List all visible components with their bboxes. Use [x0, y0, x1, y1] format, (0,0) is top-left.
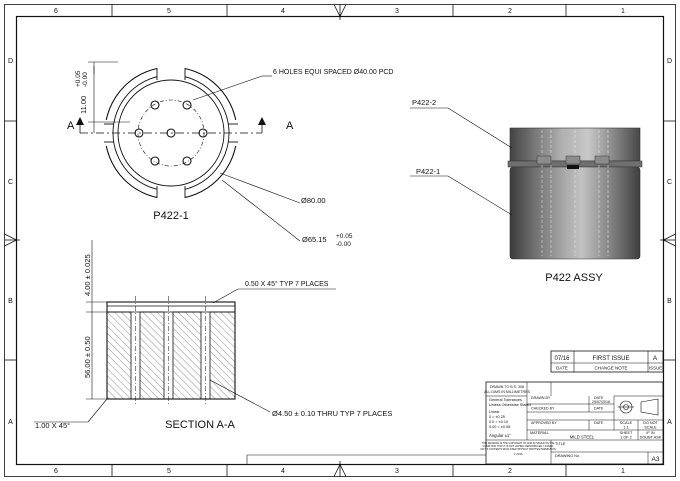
copyright-line-1: THIS DRAWING IS THE COPYRIGHT OF AND IS …: [482, 442, 555, 445]
thru-hole-note: Ø4.50 ± 0.10 THRU TYP 7 PLACES: [272, 409, 392, 418]
col-label-1-bottom: 1: [621, 468, 625, 475]
row-label-d: D: [8, 58, 13, 65]
col-label-1: 1: [621, 8, 625, 15]
revision-date-label: DATE: [556, 366, 568, 371]
top-view-caption: P422-1: [153, 210, 188, 222]
approved-date-label: DATE: [594, 421, 604, 425]
scale-label: SCALE: [620, 421, 633, 425]
col-label-3: 3: [395, 8, 399, 15]
sheet-label: SHEET: [620, 431, 633, 435]
col-label-6: 6: [54, 8, 58, 15]
row-label-a: A: [8, 419, 13, 426]
top-height-dimension: 4.00 ± 0.025: [83, 254, 92, 296]
tolerance-2: 0.00 = ±0.05: [489, 425, 510, 429]
material-label: MATERIAL: [530, 431, 549, 435]
revision-issue: A: [653, 355, 658, 362]
main-height-dimension: 56.00 ± 0.50: [83, 336, 92, 378]
col-label-5-bottom: 5: [167, 468, 171, 475]
standard-line-1: DRAWN TO B.S. 308: [490, 385, 524, 389]
offset-tolerance-lower: -0.00: [82, 72, 89, 87]
row-label-c-right: C: [667, 179, 672, 186]
doubt-line-1: IF IN: [646, 431, 654, 435]
assembly-caption: P422 ASSY: [545, 272, 603, 284]
do-not-scale-line-2: SCALE: [644, 426, 657, 430]
offset-tolerance-upper: +0.05: [75, 70, 82, 87]
tolerance-1: 0.0 = ±0.10: [489, 420, 508, 424]
copyright-year: © 2016: [513, 452, 523, 456]
tolerance-linear: Linear: [489, 410, 500, 414]
col-label-4: 4: [281, 8, 285, 15]
projection-symbol-icon: [618, 398, 659, 416]
revision-date: 07/16: [554, 356, 570, 362]
col-label-5: 5: [167, 8, 171, 15]
tolerance-angular: Angular ±1°: [489, 433, 511, 438]
standard-line-2: ALL DIMS IN MILLIMETRES: [484, 390, 530, 394]
checked-by-label: CHECKED BY: [531, 407, 555, 411]
chamfer-note: 0.50 X 45° TYP 7 PLACES: [245, 280, 329, 288]
row-label-d-right: D: [667, 58, 672, 65]
col-label-3-bottom: 3: [395, 468, 399, 475]
outer-diameter: Ø80.00: [301, 196, 326, 205]
row-label-b-right: B: [667, 298, 672, 305]
copyright-line-3: OR ITS CONTENTS DISCLOSED WITHOUT WRITTE…: [480, 448, 556, 451]
assembly-view: P422-2 P422-1 P422 ASSY: [410, 98, 643, 284]
row-label-b: B: [8, 298, 13, 305]
section-letter-left: A: [67, 120, 75, 132]
row-label-c: C: [8, 179, 13, 186]
title-block: DRAWN TO B.S. 308 ALL DIMS IN MILLIMETRE…: [246, 381, 664, 465]
revision-table: 07/16 FIRST ISSUE A DATE CHANGE NOTE ISS…: [550, 350, 664, 373]
section-letter-right: A: [286, 120, 294, 132]
scale-value: 1:1: [623, 426, 628, 430]
tolerance-0: 0 = ±0.25: [489, 415, 505, 419]
section-view: 4.00 ± 0.025 56.00 ± 0.50 0.50 X 45° TYP…: [34, 240, 392, 431]
inner-diameter-lower: -0.00: [336, 241, 351, 248]
col-label-2: 2: [508, 8, 512, 15]
material-value: MILD STEEL: [570, 435, 595, 440]
col-label-4-bottom: 4: [281, 468, 285, 475]
do-not-scale-line-1: DO NOT: [643, 421, 658, 425]
inner-diameter: Ø65.15: [302, 235, 327, 244]
row-label-a-right: A: [667, 419, 672, 426]
col-label-2-bottom: 2: [508, 468, 512, 475]
revision-issue-label: ISSUE: [649, 366, 663, 371]
section-view-caption: SECTION A-A: [165, 419, 235, 431]
top-view: A A 11.00 +0.05 -0.00 6 HOLES EQUI SPACE…: [67, 61, 393, 248]
assembly-callout-bottom: P422-1: [416, 167, 440, 176]
date-label: DATE: [594, 396, 604, 400]
corner-chamfer-note: 1.00 X 45°: [35, 421, 70, 430]
drawing-number-label: DRAWING No.: [555, 454, 580, 458]
checked-date-label: DATE: [594, 407, 604, 411]
drawn-by-label: DRAWN BY: [531, 396, 551, 400]
assembly-callout-top: P422-2: [412, 98, 436, 107]
offset-dimension: 11.00: [79, 96, 88, 114]
copyright-line-2: CONDITION THAT IT IS NOT COPIED, REPRODU…: [483, 445, 554, 448]
sheet-size: A3: [652, 456, 660, 463]
inner-diameter-upper: +0.05: [336, 233, 353, 240]
pcd-note: 6 HOLES EQUI SPACED Ø40.00 PCD: [273, 69, 393, 76]
doubt-line-2: DOUBT ASK: [640, 436, 662, 440]
title-label: TITLE: [555, 442, 566, 446]
tolerance-line-1: General Tolerances: [489, 398, 522, 402]
sheet-value: 1 OF 2: [620, 436, 632, 440]
revision-note: FIRST ISSUE: [593, 356, 630, 362]
tolerance-line-2: Unless Otherwise Stated: [489, 403, 531, 407]
revision-change-label: CHANGE NOTE: [594, 366, 627, 371]
col-label-6-bottom: 6: [54, 468, 58, 475]
date-value: 29/07/2016: [592, 400, 610, 404]
approved-by-label: APPROVED BY: [531, 421, 557, 425]
sheet-border: 6 5 4 3 2 1 6 5 4 3 2 1 D C B A D C B A: [4, 4, 676, 477]
